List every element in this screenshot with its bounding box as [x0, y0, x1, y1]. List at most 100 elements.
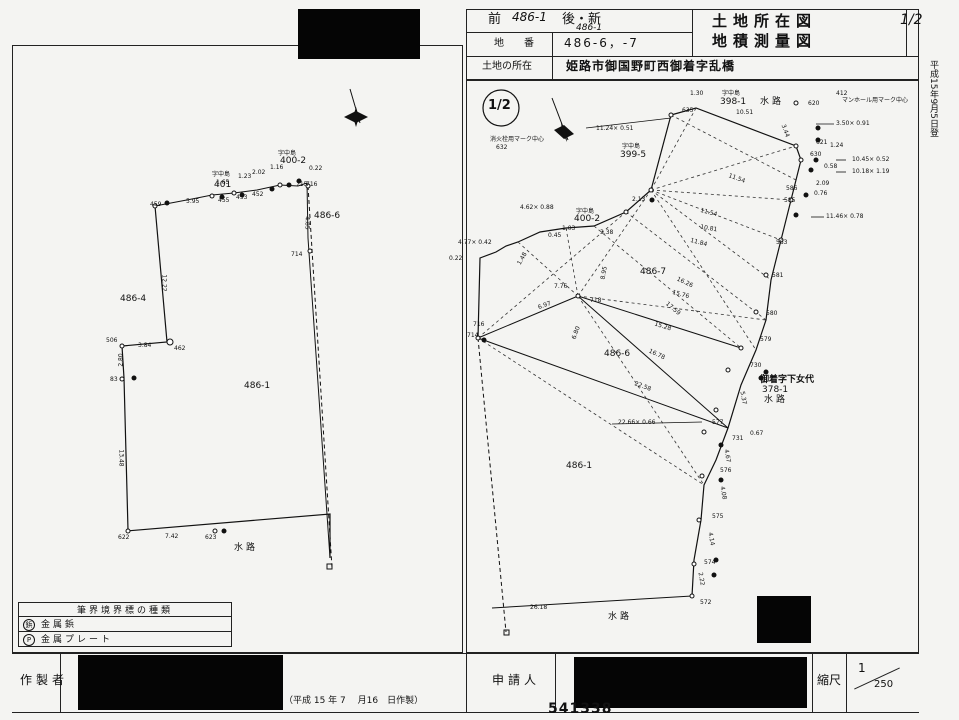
right-distance: 5.37 [738, 390, 748, 406]
left-distance: 1.16 [270, 164, 284, 171]
right-point-label: 576 [720, 467, 732, 474]
north-arrow-icon [344, 88, 368, 127]
right-distance: 0.58 [824, 163, 838, 170]
applicant-divider [466, 654, 467, 712]
right-point-label: 620 [808, 100, 820, 107]
left-point-label: 453 [236, 194, 248, 201]
right-distance: 2.13 [632, 196, 646, 203]
legend-row-label: 金属プレート [41, 635, 114, 645]
header-table: 前 486-1 後・新 486-1 地 番 486-6，-7 土地の所在 姫路市… [466, 9, 923, 80]
right-neighbor-no: 378-1 [762, 385, 789, 395]
metal-plate-icon: P [23, 634, 35, 646]
left-distance: 2.80 [117, 353, 125, 367]
maker-label: 作製者 [20, 673, 69, 687]
circle-page-number: 1/2 [488, 98, 511, 113]
left-road-label: 水路 [234, 543, 259, 553]
right-distance: 1.03 [562, 225, 576, 232]
right-offset: 10.45× 0.52 [852, 156, 890, 163]
page-mark: 1/2 [900, 12, 923, 28]
right-neighbor-name: 字中島 [622, 143, 641, 150]
legend-title: 筆界境界標の種類 [18, 602, 232, 617]
right-point-label: 586 [786, 185, 798, 192]
right-point-label: 574 [704, 559, 716, 566]
right-point-label: 714 [467, 332, 479, 339]
right-offset: 3.50× 0.91 [836, 120, 870, 127]
location-label: 土地の所在 [482, 61, 532, 72]
right-point-label: 716 [473, 321, 485, 328]
right-point-label: 580 [766, 310, 778, 317]
redacted-top [298, 9, 420, 59]
left-distance: 13.48 [117, 449, 125, 467]
right-distance: 0.67 [750, 430, 764, 437]
left-point-label: 714 [291, 251, 303, 258]
left-point-label: 716 [306, 181, 318, 188]
applicant-label: 申請人 [492, 673, 541, 687]
document-number: 541338 [548, 701, 613, 717]
scale-numerator: 1 [858, 661, 866, 675]
right-point-label: 635 [682, 107, 694, 114]
left-distance: 1.23 [238, 173, 252, 180]
benchmark-hydrant-no: 632 [496, 144, 508, 151]
right-offset: 4.62× 0.88 [520, 204, 554, 211]
right-point-label: 585 [784, 197, 796, 204]
right-neighbor-note: 水路 [764, 395, 789, 405]
left-map [119, 88, 368, 570]
right-neighbor-name: 字中島 [722, 90, 741, 97]
left-point-label: 622 [118, 534, 130, 541]
benchmark-manhole-no: 412 [836, 90, 848, 97]
prev-value: 486-1 [512, 10, 547, 24]
creation-date: （平成 15 年 7 月16 日作製） [284, 696, 424, 706]
right-distance: 10.51 [736, 109, 754, 116]
left-point-label: 462 [174, 345, 186, 352]
left-distance: 7.42 [165, 533, 179, 540]
after-handwritten: 486-1 [576, 23, 603, 33]
scale-label: 縮尺 [817, 673, 842, 687]
redacted-seal [757, 596, 811, 643]
right-distance: 7.76 [554, 283, 568, 290]
right-distance: 2.22 [696, 571, 706, 587]
right-distance: 1.24 [830, 142, 844, 149]
left-distance: 3.84 [138, 342, 152, 349]
right-point-label: 572 [700, 599, 712, 606]
left-parcel-486-6: 486-6 [314, 211, 341, 221]
right-point-label: 579 [760, 336, 772, 343]
left-parcel-486-4: 486-4 [120, 294, 147, 304]
left-point-label: 83 [110, 376, 118, 383]
right-point-label: 621 [816, 139, 828, 146]
right-distance: 3.38 [600, 229, 614, 236]
right-offset: 4.77× 0.42 [458, 239, 492, 246]
north-arrow-icon [551, 97, 574, 142]
right-point-label: 581 [772, 272, 784, 279]
right-offset: 10.18× 1.19 [852, 168, 890, 175]
benchmark-manhole: マンホール用マーク中心 [842, 97, 909, 104]
left-point-label: 506 [106, 337, 118, 344]
right-neighbor-name: 字中島 [576, 208, 595, 215]
legend-row-label: 金属鋲 [41, 620, 78, 630]
scale-divider-2 [846, 654, 847, 712]
right-offset: 11.46× 0.78 [826, 213, 864, 220]
right-distance: 2.09 [816, 180, 830, 187]
left-neighbor-401-name: 字中島 [212, 171, 231, 178]
scale-value: 1 250 [852, 660, 912, 700]
right-parcel-486-7: 486-7 [640, 267, 667, 277]
right-distance: 4.14 [706, 531, 716, 547]
right-parcel-486-6: 486-6 [604, 349, 631, 359]
left-sheet-frame [12, 45, 463, 653]
scale-divider [812, 654, 813, 712]
right-point-label: 730 [750, 362, 762, 369]
right-point-label: 575 [712, 513, 724, 520]
right-distance: 4.08 [718, 485, 728, 501]
left-parcel-486-1: 486-1 [244, 381, 271, 391]
left-point-label: 452 [252, 191, 264, 198]
left-distance: 4.85 [303, 216, 311, 230]
left-neighbor-400-2-no: 400-2 [280, 156, 307, 166]
right-offset: 22.66× 0.66 [618, 419, 656, 426]
chiban-value: 486-6，-7 [564, 36, 639, 50]
redacted-applicant [574, 657, 807, 708]
right-map [475, 89, 846, 636]
left-point-label: 623 [205, 534, 217, 541]
right-point-label: 718 [590, 297, 602, 304]
right-road-label: 水路 [608, 612, 633, 622]
left-neighbor-401-no: 401 [214, 180, 232, 190]
scale-denominator: 250 [874, 679, 894, 690]
